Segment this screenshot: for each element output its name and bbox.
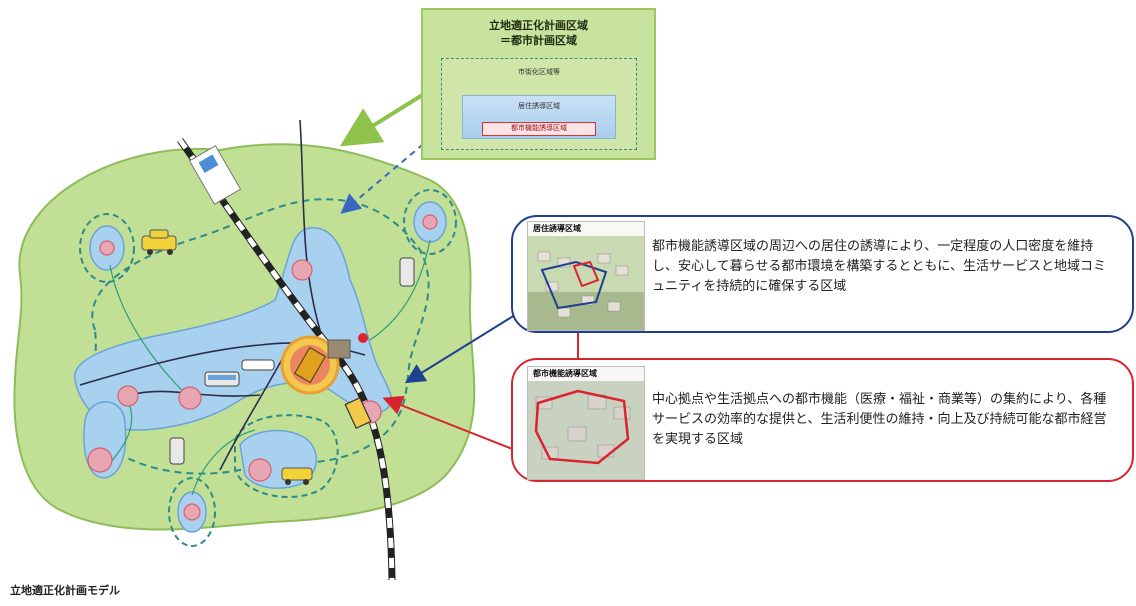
residential-thumbnail: 居住誘導区域 (527, 221, 645, 331)
function-zone-description: 中心拠点や生活拠点への都市機能（医療・福祉・商業等）の集約により、各種サービスの… (652, 392, 1107, 447)
legend-function-zone: 都市機能誘導区域 (482, 122, 596, 136)
outlying-boundary-2 (403, 189, 457, 255)
residential-thumbnail-title: 居住誘導区域 (528, 222, 644, 236)
railway (177, 137, 396, 581)
legend-title-line2: ＝都市計画区域 (500, 34, 577, 47)
hub-markers (87, 214, 438, 521)
building-icon (188, 145, 242, 205)
bus-icon (204, 371, 240, 387)
function-thumbnail: 都市機能誘導区域 (527, 366, 645, 480)
outlying-boundary-3 (168, 477, 216, 547)
residential-zone-description: 都市機能誘導区域の周辺への居住の誘導により、一定程度の人口密度を維持し、安心して… (652, 239, 1106, 294)
function-pointer-arrow (382, 395, 516, 451)
residential-zone-card: 居住誘導区域 都市機能誘導区域の周辺への居住の誘導により、一定程度の人口密度を維… (511, 215, 1134, 333)
bus-icon (399, 257, 415, 287)
legend-title: 立地適正化計画区域 ＝都市計画区域 (423, 18, 654, 48)
function-thumbnail-title: 都市機能誘導区域 (528, 367, 644, 381)
residential-thumbnail-image (528, 222, 644, 330)
function-thumbnail-image (528, 367, 644, 479)
legend-residential-label: 居住誘導区域 (518, 102, 560, 110)
legend-urbanization-label: 市街化区域等 (518, 68, 560, 76)
outlying-boundary-4 (234, 414, 339, 498)
residential-pointer-arrow (404, 314, 516, 384)
bus-icon (169, 437, 185, 465)
train-icon (241, 359, 275, 371)
legend-title-line1: 立地適正化計画区域 (489, 19, 588, 32)
central-hub (280, 333, 368, 395)
taxi-icon (281, 467, 313, 485)
building-icon (327, 339, 351, 359)
urban-area-arrow (340, 129, 441, 214)
function-zone-card: 都市機能誘導区域 中心拠点や生活拠点への都市機能（医療・福祉・商業等）の集約によ… (511, 358, 1134, 482)
legend-urbanization-area: 市街化区域等 居住誘導区域 都市機能誘導区域 (441, 58, 637, 150)
figure-caption: 立地適正化計画モデル (10, 584, 120, 597)
legend-box: 立地適正化計画区域 ＝都市計画区域 市街化区域等 居住誘導区域 都市機能誘導区域 (421, 8, 656, 160)
taxi-icon (141, 229, 177, 255)
outlying-boundary-1 (79, 213, 135, 283)
station-train-icon (344, 397, 372, 429)
